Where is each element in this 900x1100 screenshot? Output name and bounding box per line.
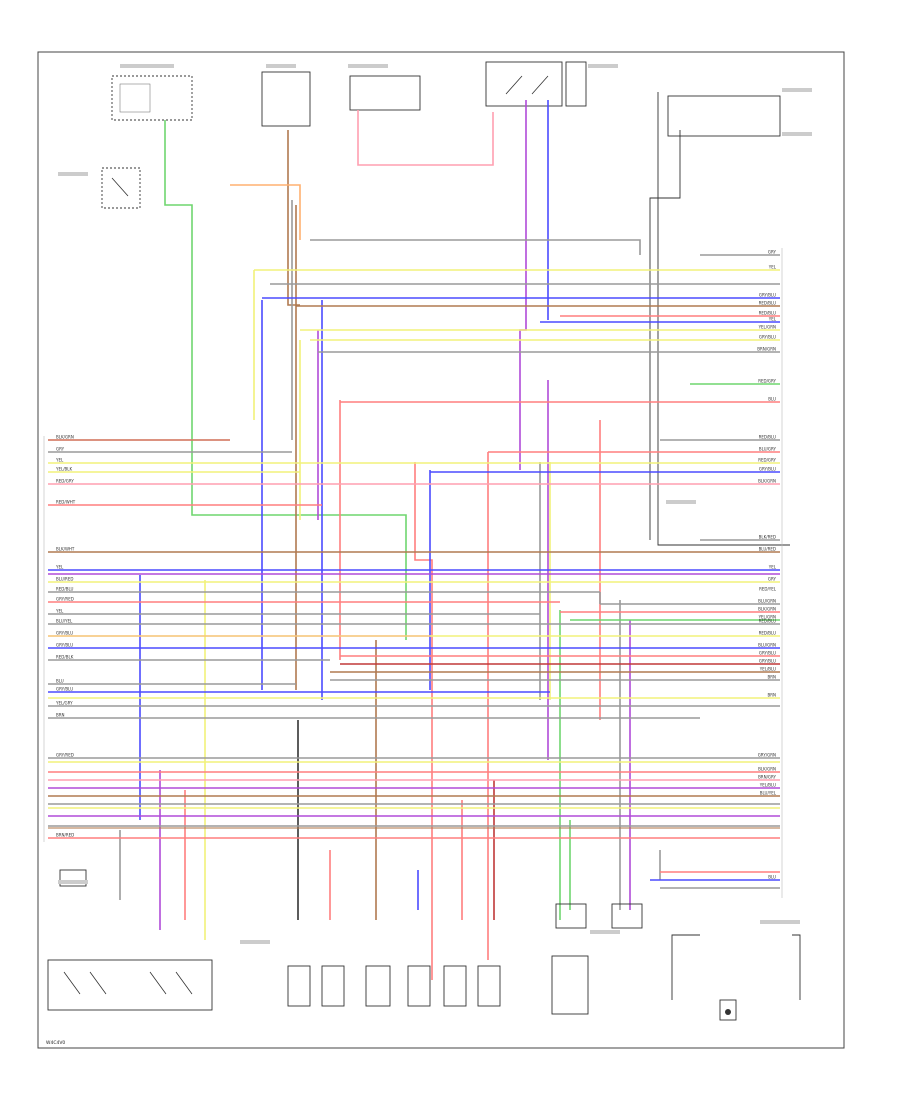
right-wire-label: BLU/GRN: [758, 643, 776, 648]
right-wire-label: RED/BLU: [759, 301, 777, 306]
left-wire-label: RED/BLU: [56, 587, 74, 592]
right-wire-label: GRY/BLU: [759, 467, 776, 472]
tiny-labels: [58, 64, 812, 944]
right-wire-label: BRN: [767, 693, 776, 698]
left-wire-label: BLK/GRN: [56, 435, 74, 440]
top-switch-box: [485, 61, 587, 107]
right-wire-label: GRY/BLU: [759, 659, 776, 664]
left-wire-label: YEL: [55, 609, 64, 614]
right-wire-label: BRN/GRY: [758, 775, 776, 780]
right-wire-label: RED/GRY: [758, 379, 776, 384]
right-wire-label: BLK/GRN: [758, 767, 776, 772]
right-wire-label: BLU: [768, 397, 776, 402]
right-wire-label: BLU: [768, 875, 776, 880]
right-wire-label: GRY/BLU: [759, 651, 776, 656]
right-wire-label: BRN: [767, 675, 776, 680]
switch-left: [101, 167, 141, 209]
right-wire-label: BLK/GRN: [758, 479, 776, 484]
left-wire-label: BLK/WHT: [56, 547, 75, 552]
left-wire-label: YEL/GRY: [55, 701, 73, 706]
right-wire-label: RED/GRY: [758, 458, 776, 463]
left-wire-label: YEL: [55, 565, 64, 570]
left-wire-label: GRY/RED: [56, 597, 74, 602]
right-wire-label: YEL/BLU: [759, 667, 776, 672]
right-wire-label: BLU/GRN: [758, 599, 776, 604]
top-left-module: [111, 75, 193, 121]
left-wire-label: BRN/RED: [56, 833, 74, 838]
left-wire-label: BLU: [56, 679, 64, 684]
left-wire-label: RED/WHT: [56, 500, 76, 505]
right-wire-label: RED/YEL: [759, 587, 777, 592]
bottom-components: [47, 869, 801, 1021]
left-wire-label: YEL/BLK: [55, 467, 73, 472]
left-wire-label: BRN: [56, 713, 65, 718]
right-wire-label: BRN/GRN: [757, 347, 776, 352]
right-wire-label: RED/BLU: [759, 311, 777, 316]
right-wire-label: BLK/RED: [759, 535, 776, 540]
vertical-wires: [119, 100, 661, 980]
right-wire-label: BLU/RED: [759, 547, 776, 552]
right-wire-label: YEL: [768, 317, 777, 322]
left-wire-label: GRY: [56, 447, 65, 452]
right-wire-label: RED/BLU: [759, 631, 777, 636]
horizontal-wires: [48, 254, 780, 889]
left-wire-label: GRY/BLU: [56, 687, 73, 692]
top-center-module: [261, 71, 311, 127]
top-relay-module: [349, 75, 421, 111]
left-wire-labels: BLK/GRN GRY YEL YEL/BLK RED/GRY RED/WHT BLK/WH…: [55, 435, 76, 838]
right-wire-label: GRY/BLU: [759, 335, 776, 340]
right-wire-label: BLU/GRY: [759, 447, 777, 452]
right-wire-label: YEL/GRN: [758, 615, 776, 620]
left-wire-label: RED/GRY: [56, 479, 74, 484]
right-wire-label: YEL: [768, 565, 777, 570]
right-wire-label: GRY/BLU: [759, 293, 776, 298]
left-wire-label: RED/BLK: [56, 655, 74, 660]
left-wire-label: GRY/BLU: [56, 643, 73, 648]
left-wire-label: YEL: [55, 458, 64, 463]
diagram-border: [37, 51, 845, 1049]
right-wire-labels: GRYYELGRY/BLURED/BLURED/BLUYELYEL/GRNGRY…: [757, 250, 777, 880]
right-wire-label: GRY: [768, 577, 777, 582]
right-wire-label: YEL: [768, 265, 777, 270]
right-wire-label: RED/BLU: [759, 435, 777, 440]
footer-code: W4C4V0: [46, 1040, 65, 1046]
right-wire-label: GRY/GRN: [758, 753, 776, 758]
right-wire-label: BLK/GRN: [758, 607, 776, 612]
right-wire-label: YEL/GRN: [758, 325, 776, 330]
left-wire-label: BLU/RED: [56, 577, 73, 582]
top-right-frame: [649, 92, 790, 546]
right-wire-label: BLU/YEL: [760, 791, 777, 796]
left-wire-label: GRY/RED: [56, 753, 74, 758]
right-wire-label: GRY: [768, 250, 777, 255]
right-wire-label: YEL/BLU: [759, 783, 776, 788]
left-wire-label: GRY/BLU: [56, 631, 73, 636]
right-wire-label: RED/BLU: [759, 619, 777, 624]
left-wire-label: BLU/YEL: [56, 619, 73, 624]
